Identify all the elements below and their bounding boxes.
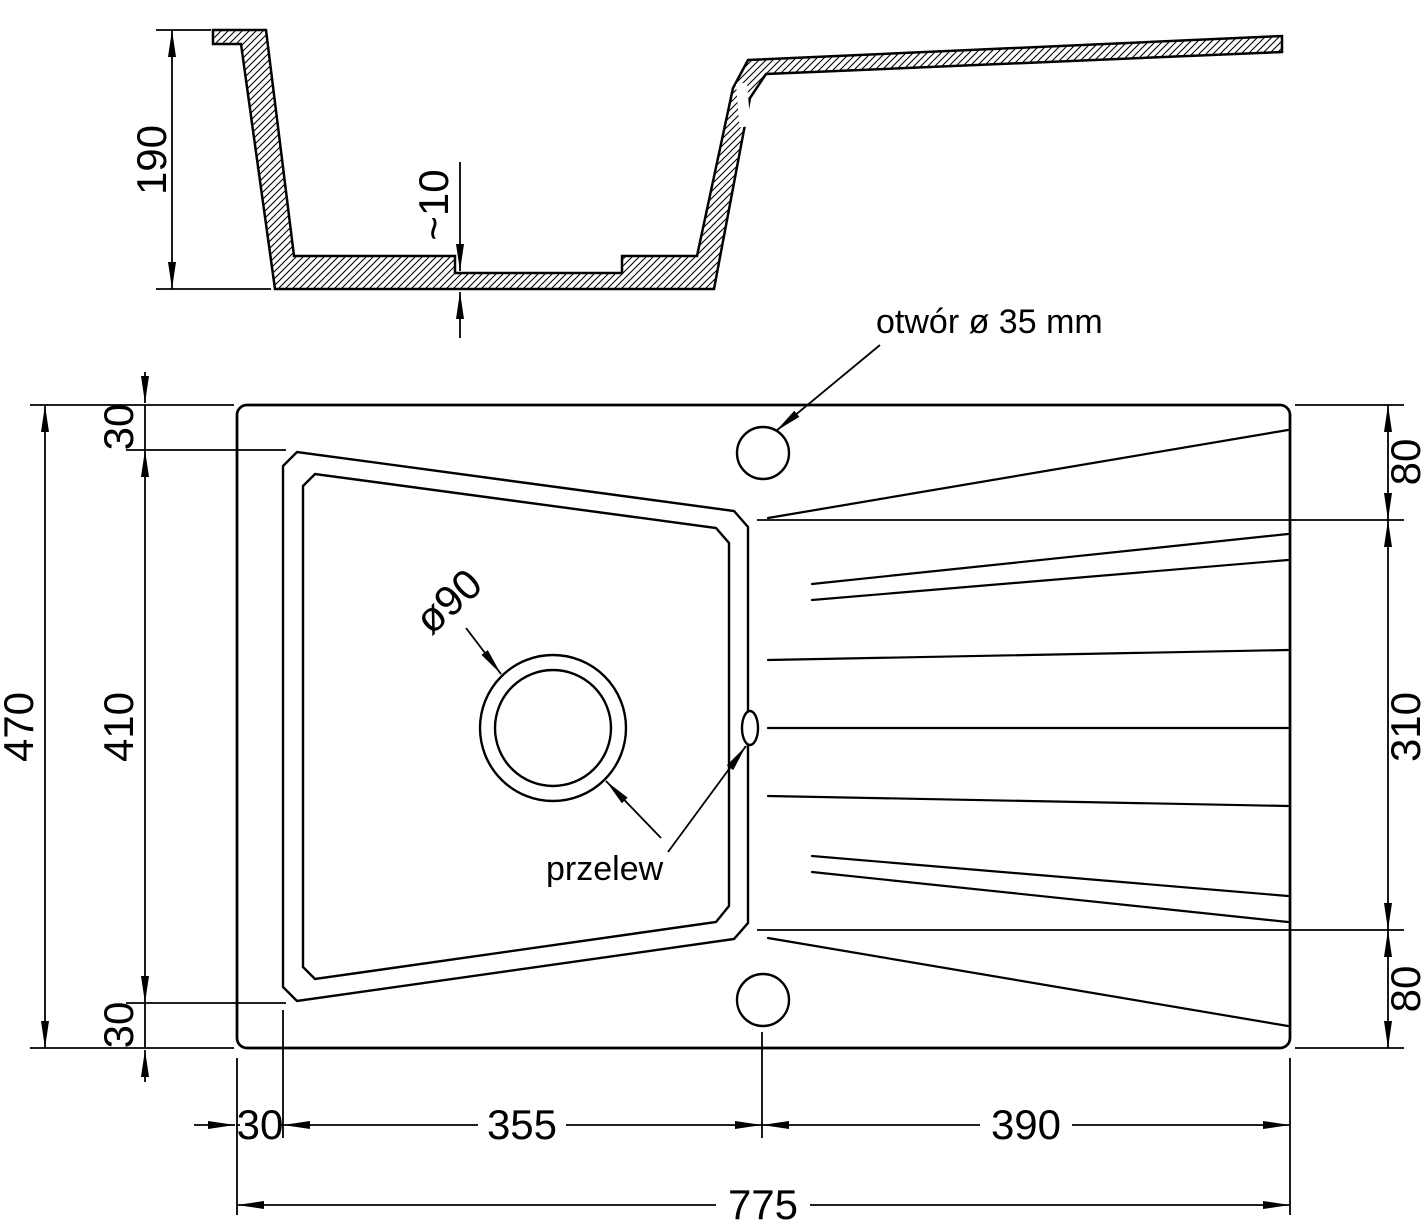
tap-hole-callout: otwór ø 35 mm: [775, 303, 1103, 432]
drain-inner-circle: [493, 668, 613, 788]
dim-label-left-top-margin: 30: [95, 404, 142, 451]
dimension-10: ~10: [410, 162, 464, 338]
groove-line: [810, 558, 1290, 602]
tap-hole-bottom: [735, 972, 791, 1028]
basin-inner-outline: [301, 472, 731, 981]
leader-line: [465, 627, 502, 675]
dim-label-overall-width: 775: [728, 1181, 798, 1228]
dim-label-overall-depth: 470: [0, 692, 42, 762]
dim-label-basin-width: 355: [487, 1101, 557, 1148]
cross-section-view: 190 ~10: [128, 28, 1284, 338]
dim-label-drainer-depth: 310: [1382, 692, 1424, 762]
label-mask: [240, 1104, 281, 1146]
plan-view: otwór ø 35 mm ø90 przelew: [235, 303, 1292, 1050]
overflow-opening: [740, 709, 760, 747]
dim-label-drainer-width: 390: [991, 1101, 1061, 1148]
dimensions-bottom: 30 355 390 775: [194, 1010, 1291, 1228]
drainboard-grooves: [766, 428, 1290, 1028]
dimensions-left: 470 30 410 30: [0, 372, 286, 1082]
tap-hole-top: [735, 425, 791, 481]
dimensions-right: 80 310 80: [757, 404, 1424, 1049]
groove-line: [810, 854, 1290, 898]
groove-line: [766, 936, 1290, 1028]
dim-label-right-bottom-margin: 80: [1382, 966, 1424, 1013]
leader-line: [605, 780, 662, 839]
dim-label-section-height: 190: [128, 125, 175, 195]
dim-label-bottom-left-margin: 30: [237, 1101, 284, 1148]
groove-line: [766, 794, 1290, 808]
basin-rim-outline: [281, 450, 750, 1003]
dim-label-basin-inner-depth: 410: [95, 692, 142, 762]
dim-label-left-bottom-margin: 30: [95, 1002, 142, 1049]
sink-body-outline: [235, 403, 1292, 1050]
groove-line: [810, 870, 1290, 924]
tap-hole-label: otwór ø 35 mm: [876, 303, 1103, 341]
dimension-190: 190: [128, 29, 271, 290]
groove-line: [810, 532, 1290, 586]
groove-line: [766, 428, 1290, 520]
leader-line: [775, 344, 881, 432]
dim-label-bottom-thickness: ~10: [410, 169, 457, 240]
overflow-label: przelew: [546, 850, 664, 888]
groove-line: [766, 648, 1290, 662]
dim-label-right-top-margin: 80: [1382, 439, 1424, 486]
leader-line: [667, 745, 747, 853]
overflow-slot-section: [736, 82, 751, 128]
overflow-callout: przelew: [546, 745, 747, 888]
sink-section-profile: [211, 28, 1284, 291]
